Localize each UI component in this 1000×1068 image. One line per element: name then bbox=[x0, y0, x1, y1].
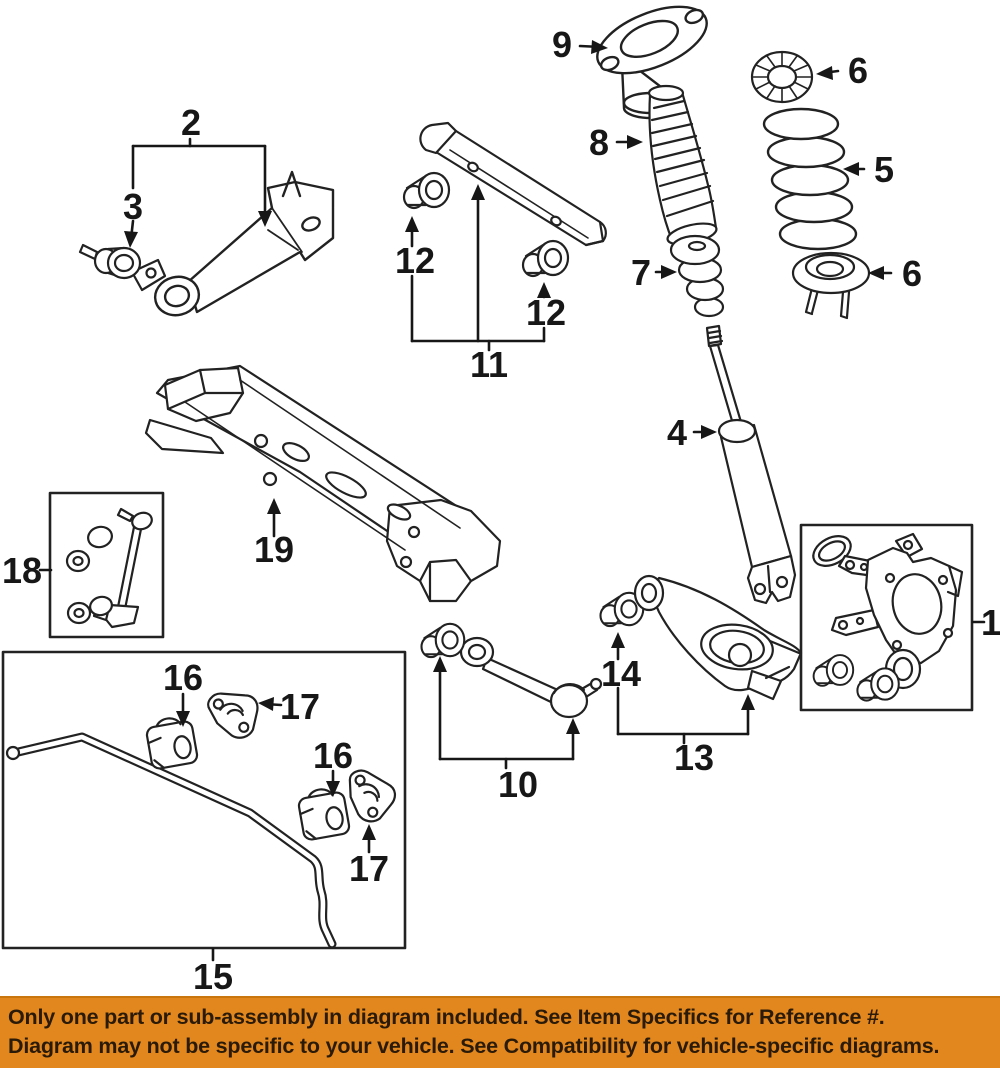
stabilizer-bracket-left bbox=[204, 682, 267, 746]
callout-8: 8 bbox=[589, 122, 609, 163]
assist-link-bushing bbox=[420, 622, 466, 659]
spring-insulator-upper-part bbox=[750, 50, 814, 104]
callout-17-left: 17 bbox=[280, 686, 320, 727]
callout-19: 19 bbox=[254, 529, 294, 570]
dust-boot-part bbox=[647, 84, 718, 246]
shock-absorber-part bbox=[705, 324, 797, 605]
callout-17-right: 17 bbox=[349, 848, 389, 889]
trailing-arm-part bbox=[153, 170, 335, 317]
disclaimer-line-1: Only one part or sub-assembly in diagram… bbox=[8, 1005, 885, 1029]
callout-4: 4 bbox=[667, 412, 687, 453]
stabilizer-bar-box bbox=[1, 650, 407, 950]
stabilizer-bracket-right bbox=[343, 767, 399, 826]
callout-15: 15 bbox=[193, 956, 233, 996]
callout-1: 1 bbox=[981, 602, 1000, 643]
callout-6-upper: 6 bbox=[848, 50, 868, 91]
callout-9: 9 bbox=[552, 24, 572, 65]
assist-link-rod-part bbox=[459, 636, 603, 719]
bump-stopper-part bbox=[669, 234, 725, 318]
stabilizer-link-kit-box bbox=[48, 491, 165, 639]
callout-11: 11 bbox=[470, 344, 508, 385]
callout-12-right: 12 bbox=[526, 292, 566, 333]
lower-control-arm-part bbox=[633, 574, 803, 701]
disclaimer-line-2: Diagram may not be specific to your vehi… bbox=[8, 1034, 940, 1058]
leader-lines bbox=[38, 40, 986, 962]
callout-14: 14 bbox=[601, 653, 641, 694]
callout-16-left: 16 bbox=[163, 657, 203, 698]
lateral-rod-bushing-right bbox=[521, 239, 570, 278]
callout-12-left: 12 bbox=[395, 240, 435, 281]
callout-16-right: 16 bbox=[313, 735, 353, 776]
disclaimer-banner: Only one part or sub-assembly in diagram… bbox=[0, 996, 1000, 1068]
stabilizer-bar bbox=[5, 732, 337, 949]
rear-knuckle-box bbox=[799, 523, 974, 712]
lateral-rod-bushing-left bbox=[402, 171, 451, 210]
stabilizer-bushing-left bbox=[143, 713, 200, 771]
callout-5: 5 bbox=[874, 149, 894, 190]
trailing-arm-bushing-part bbox=[78, 243, 167, 292]
callout-labels: 9 6 8 5 2 3 7 6 12 12 11 4 19 18 1 14 13… bbox=[2, 24, 1000, 997]
callout-10: 10 bbox=[498, 764, 538, 805]
lateral-rod-part bbox=[419, 121, 607, 247]
callout-2: 2 bbox=[181, 102, 201, 143]
coil-spring-part bbox=[762, 107, 858, 251]
callout-18: 18 bbox=[2, 550, 42, 591]
crossmember-part bbox=[144, 364, 502, 603]
suspension-diagram: 9 6 8 5 2 3 7 6 12 12 11 4 19 18 1 14 13… bbox=[1, 5, 1000, 997]
callout-6-lower: 6 bbox=[902, 253, 922, 294]
callout-13: 13 bbox=[674, 737, 714, 778]
stabilizer-bushing-right bbox=[295, 784, 352, 842]
spring-seat-lower-part bbox=[791, 251, 871, 320]
callout-7: 7 bbox=[631, 252, 651, 293]
callout-3: 3 bbox=[123, 186, 143, 227]
